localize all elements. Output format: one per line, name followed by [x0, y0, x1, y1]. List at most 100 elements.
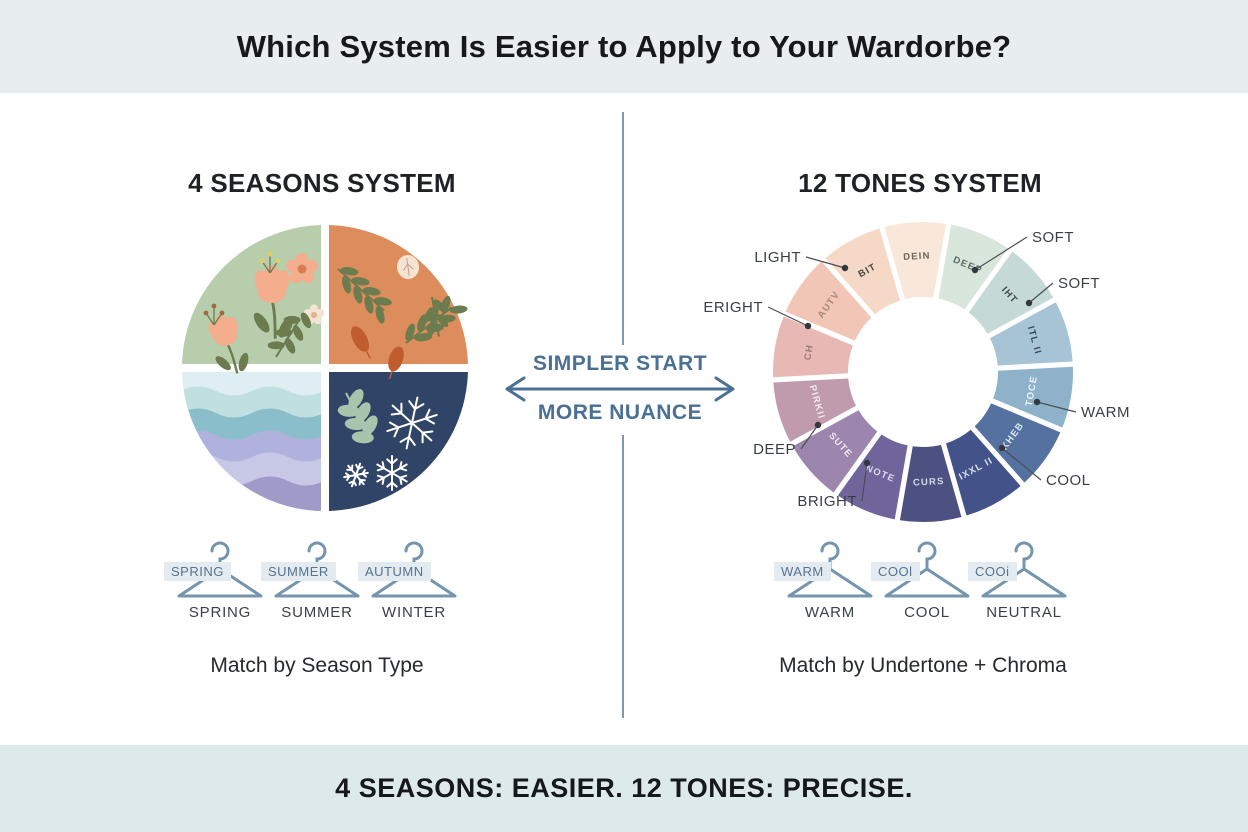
hanger-label: NEUTRAL [986, 604, 1062, 621]
callout-dot [1033, 398, 1041, 406]
top-banner: Which System Is Easier to Apply to Your … [0, 0, 1248, 93]
wheel-segment [974, 403, 1061, 483]
leaf-sprig-motif [337, 389, 378, 444]
hanger-tag: AUTUMN [358, 562, 431, 581]
wheel-segment [785, 261, 872, 341]
callout-line [1028, 282, 1054, 304]
callout-line [861, 462, 868, 502]
quadrant-spring [182, 225, 321, 364]
leaf-sprig-motif [337, 266, 392, 324]
snowflake-icon [386, 396, 438, 450]
hanger-icon [274, 541, 360, 598]
wheel-segment [884, 222, 947, 300]
hanger-item: SUMMER SUMMER [261, 538, 365, 621]
conclusion-text: 4 SEASONS: EASIER. 12 TONES: PRECISE. [335, 773, 913, 803]
hanger-label: COOL [904, 604, 950, 621]
callout-line [974, 236, 1028, 271]
callout-dot [814, 421, 822, 429]
wheel-segment [989, 302, 1073, 366]
wheel-segment [792, 410, 878, 493]
callout-label: SOFT [1058, 275, 1100, 292]
bud-motif [203, 303, 225, 326]
wheel-segment-code: DEIN [903, 250, 931, 262]
hanger-icon [177, 541, 263, 598]
wheel-segment [773, 316, 853, 378]
autumn-leaf-motif [350, 326, 371, 359]
callout-line [1036, 401, 1077, 413]
callout-dot [971, 266, 979, 274]
hanger-label: SUMMER [281, 604, 353, 621]
callout-label: ERIGHT [703, 299, 763, 316]
double-arrow-icon [505, 376, 735, 402]
bottom-banner: 4 SEASONS: EASIER. 12 TONES: PRECISE. [0, 745, 1248, 832]
hanger-item: SPRING SPRING [164, 538, 268, 621]
page-title: Which System Is Easier to Apply to Your … [236, 28, 1012, 64]
hanger-icon [787, 541, 873, 598]
cream-leaf-motif [396, 255, 420, 279]
vertical-divider-top [622, 112, 624, 345]
hanger-tag: COOi [968, 562, 1017, 581]
seasons-pie-illustration [182, 225, 468, 511]
quadrant-winter [329, 372, 468, 511]
hanger-icon [371, 541, 457, 598]
callout-label: DEEP [753, 441, 796, 458]
callout-dot [863, 459, 871, 467]
hanger-tag: SPRING [164, 562, 231, 581]
flower-motif [286, 252, 318, 284]
wheel-segment [968, 251, 1054, 334]
wheel-segment [899, 444, 962, 522]
hanger-icon [981, 541, 1067, 598]
right-panel-heading: 12 TONES SYSTEM [798, 168, 1042, 198]
callout-dot [804, 322, 812, 330]
hanger-item: WARM WARM [774, 538, 878, 621]
hanger-label: SPRING [188, 604, 252, 621]
wheel-segment-code: CURS [913, 476, 945, 489]
callout-label: SOFT [1032, 229, 1074, 246]
more-nuance-label: MORE NUANCE [537, 401, 703, 424]
leaf-sprig-motif [267, 312, 312, 358]
wheel-segment [993, 366, 1073, 428]
wheel-segment-code: CH [802, 343, 816, 361]
callout-label: BRIGHT [797, 493, 857, 510]
right-caption: Match by Undertone + Chroma [779, 654, 1067, 677]
callout-dot [841, 264, 849, 272]
wheel-segment [773, 378, 857, 442]
callout-label: WARM [1081, 404, 1130, 421]
wheel-segment [837, 434, 908, 520]
callout-dot [1025, 299, 1033, 307]
callout-dot [998, 444, 1006, 452]
callout-line [1001, 447, 1042, 481]
snowflake-icon [343, 462, 369, 488]
callout-label: COOL [1046, 472, 1091, 489]
callout-line [767, 306, 809, 327]
autumn-leaf-motif [388, 346, 404, 380]
snowflake-icon [376, 455, 408, 491]
left-caption: Match by Season Type [210, 654, 424, 677]
quadrant-autumn [329, 225, 468, 364]
simpler-start-label: SIMPLER START [532, 352, 708, 375]
summer-waves [182, 386, 322, 511]
callout-label: LIGHT [754, 249, 801, 266]
hanger-tag: WARM [774, 562, 831, 581]
tulip-motif [208, 314, 249, 374]
callout-line [805, 256, 846, 269]
leaf-sprig-motif [424, 296, 449, 338]
wheel-segment [938, 224, 1009, 310]
bud-motif [259, 251, 281, 274]
callout-line [800, 424, 819, 450]
wheel-segment [945, 429, 1021, 516]
left-panel-heading: 4 SEASONS SYSTEM [188, 168, 456, 198]
hanger-icon [884, 541, 970, 598]
wheel-segment [825, 228, 901, 315]
hanger-tag: SUMMER [261, 562, 336, 581]
hanger-label: WARM [804, 604, 856, 621]
hanger-tag: COOl [871, 562, 920, 581]
vertical-divider-bottom [622, 435, 624, 718]
